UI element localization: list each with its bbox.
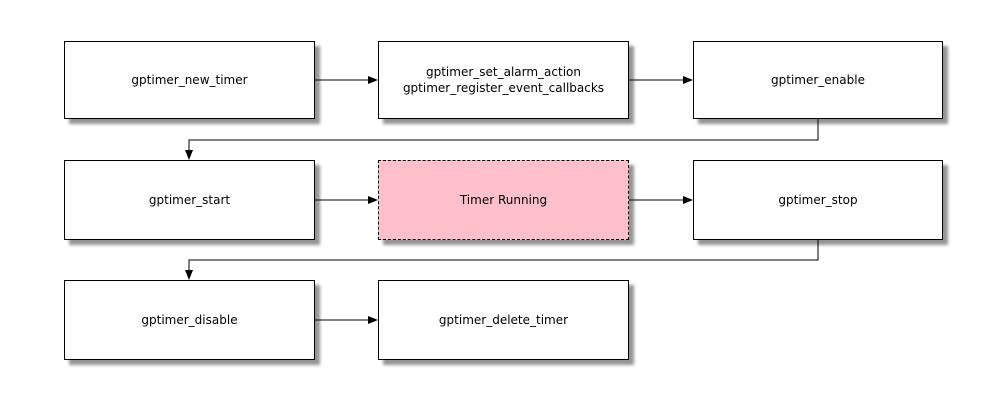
node-gptimer-new-timer: gptimer_new_timer — [64, 41, 315, 119]
arrowhead-start-to-running — [368, 196, 378, 204]
node-label: gptimer_disable — [141, 313, 238, 327]
node-label-line2: gptimer_register_event_callbacks — [402, 81, 605, 95]
arrowhead-running-to-stop — [683, 196, 693, 204]
edge-enable-to-start — [188, 119, 819, 150]
node-gptimer-set-alarm-action: gptimer_set_alarm_action gptimer_registe… — [378, 41, 629, 119]
arrowhead-disable-to-delete — [368, 316, 378, 324]
node-gptimer-start: gptimer_start — [64, 160, 315, 240]
node-label: Timer Running — [459, 193, 548, 207]
node-label: gptimer_new_timer — [131, 73, 248, 87]
node-timer-running: Timer Running — [378, 160, 629, 240]
node-label: gptimer_enable — [771, 73, 865, 87]
edge-stop-to-disable — [188, 240, 819, 270]
arrowhead-stop-to-disable — [185, 270, 193, 280]
arrowhead-new-timer-to-set-alarm — [368, 76, 378, 84]
node-gptimer-stop: gptimer_stop — [693, 160, 943, 240]
node-label: gptimer_stop — [778, 193, 858, 207]
node-gptimer-disable: gptimer_disable — [64, 280, 315, 360]
node-label: gptimer_start — [148, 193, 231, 207]
arrowhead-enable-to-start — [185, 150, 193, 160]
node-label: gptimer_delete_timer — [438, 313, 569, 327]
arrowhead-set-alarm-to-enable — [683, 76, 693, 84]
node-gptimer-delete-timer: gptimer_delete_timer — [378, 280, 629, 360]
node-label-line1: gptimer_set_alarm_action — [425, 65, 581, 79]
node-gptimer-enable: gptimer_enable — [693, 41, 943, 119]
